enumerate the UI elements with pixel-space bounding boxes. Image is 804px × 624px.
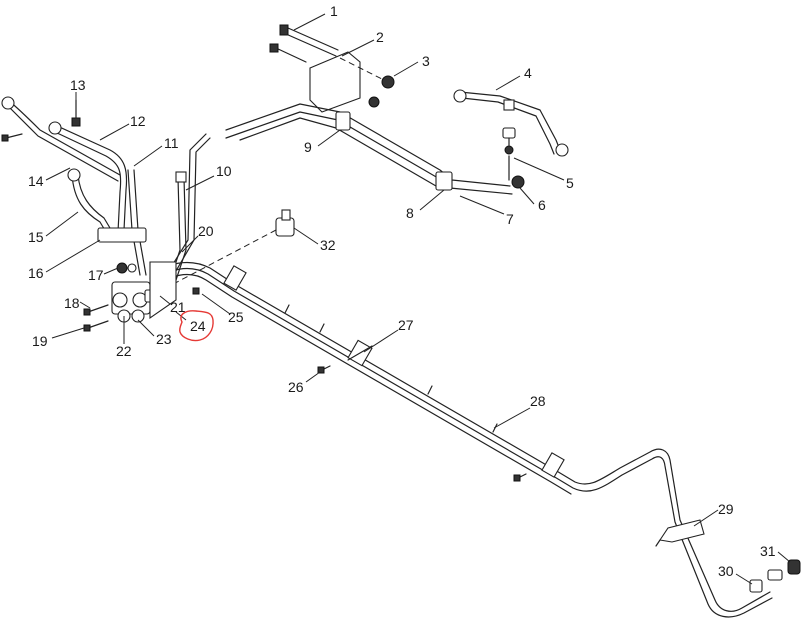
callout-labels: 1 2 3 4 5 6 7 8 9 10 11 12 13 14 15 16 1… — [28, 3, 776, 579]
bolt-1 — [279, 24, 339, 57]
callout-15: 15 — [28, 229, 44, 245]
screw-lower — [513, 473, 527, 482]
tube-4 — [453, 89, 569, 157]
nut-5 — [502, 127, 516, 181]
callout-21: 21 — [170, 299, 186, 315]
clamp-29 — [655, 519, 705, 547]
callout-29: 29 — [718, 501, 734, 517]
callout-11: 11 — [164, 135, 179, 151]
bolt-18 — [83, 304, 109, 316]
callout-4: 4 — [524, 65, 532, 81]
callout-13: 13 — [70, 77, 86, 93]
callout-23: 23 — [156, 331, 172, 347]
bracket-2 — [309, 51, 361, 113]
screw-26 — [317, 365, 331, 374]
highlight-callout-24 — [179, 310, 214, 342]
callout-26: 26 — [288, 379, 304, 395]
callout-3: 3 — [422, 53, 430, 69]
callout-19: 19 — [32, 333, 48, 349]
clamp-upper — [223, 265, 247, 291]
left-tube-bundle — [1, 96, 211, 320]
callout-31: 31 — [760, 543, 776, 559]
nut-17 — [116, 262, 137, 274]
callout-22: 22 — [116, 343, 132, 359]
clamp-lower — [541, 452, 565, 478]
callout-16: 16 — [28, 265, 44, 281]
nut-3 — [381, 75, 395, 89]
callout-27: 27 — [398, 317, 414, 333]
callout-28: 28 — [530, 393, 546, 409]
callout-7: 7 — [506, 211, 514, 227]
nut-near-bracket — [368, 96, 380, 108]
callout-14: 14 — [28, 173, 44, 189]
bolt-lower — [269, 43, 307, 63]
callout-12: 12 — [130, 113, 146, 129]
clamp-27 — [347, 339, 373, 367]
callout-5: 5 — [566, 175, 574, 191]
callout-1: 1 — [330, 3, 338, 19]
callout-10: 10 — [216, 163, 232, 179]
fitting-31 — [767, 559, 801, 581]
upper-tube-assembly — [225, 103, 525, 195]
callout-9: 9 — [304, 139, 312, 155]
callout-2: 2 — [376, 29, 384, 45]
screw-25 — [192, 287, 200, 295]
callout-32: 32 — [320, 237, 336, 253]
callout-20: 20 — [198, 223, 214, 239]
callout-18: 18 — [64, 295, 80, 311]
fitting-30 — [749, 579, 763, 593]
callout-8: 8 — [406, 205, 414, 221]
bolt-19 — [83, 320, 109, 332]
callout-6: 6 — [538, 197, 546, 213]
leader-lines — [45, 13, 791, 585]
callout-30: 30 — [718, 563, 734, 579]
fitting-32 — [275, 209, 295, 237]
valve-block-22 — [111, 281, 160, 323]
callout-24: 24 — [190, 318, 206, 334]
callout-17: 17 — [88, 267, 104, 283]
callout-25: 25 — [228, 309, 244, 325]
